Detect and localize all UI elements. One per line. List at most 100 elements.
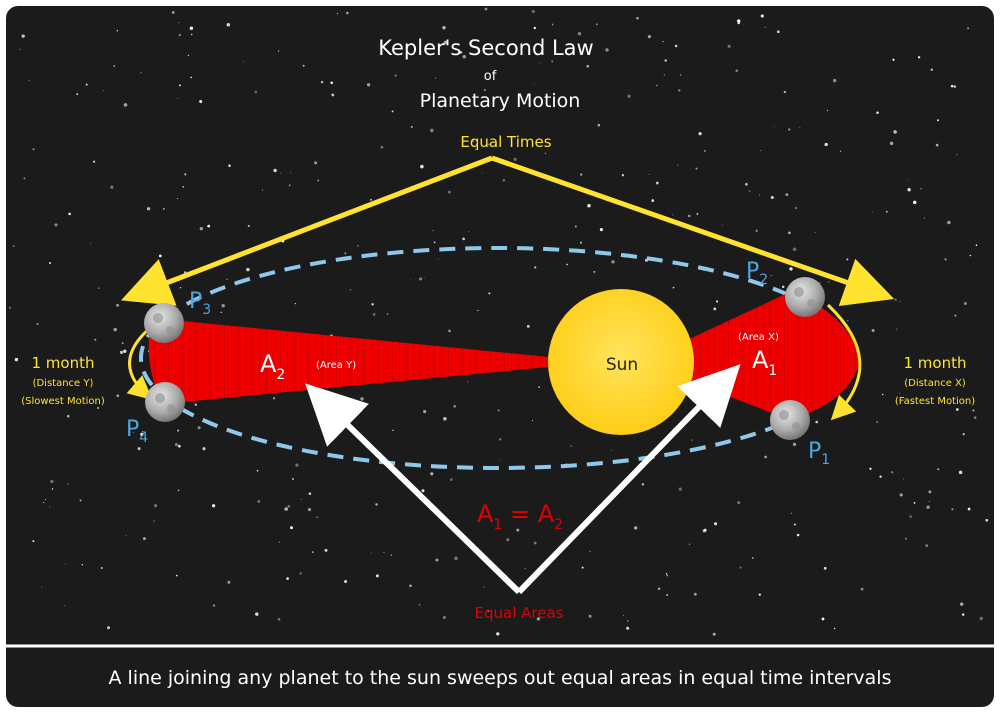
swept-area-a2 [148, 318, 600, 404]
star [21, 34, 25, 38]
star [737, 501, 741, 505]
star [370, 552, 372, 554]
star [177, 429, 180, 432]
star [477, 309, 479, 312]
planet-p3 [144, 303, 184, 343]
star [435, 558, 439, 562]
star [869, 467, 872, 470]
star [689, 543, 691, 545]
star [760, 14, 764, 18]
star [781, 285, 785, 289]
star [636, 16, 639, 20]
star [409, 279, 411, 281]
star [194, 403, 197, 406]
star [773, 125, 775, 127]
star [459, 50, 463, 54]
star [815, 420, 819, 424]
star [657, 587, 661, 591]
star [177, 489, 180, 492]
star [949, 403, 951, 405]
star [621, 174, 625, 177]
star [119, 350, 124, 355]
star [344, 252, 347, 255]
star [533, 26, 536, 30]
star [242, 60, 244, 62]
star [226, 278, 228, 281]
star [8, 306, 12, 309]
star [116, 30, 118, 32]
star [532, 420, 534, 422]
star [577, 31, 582, 36]
star [308, 492, 312, 495]
title-line-1: Kepler's Second Law [378, 36, 593, 60]
star [286, 577, 289, 580]
star [228, 164, 231, 167]
star [846, 319, 849, 322]
star [666, 574, 669, 577]
star [551, 60, 554, 63]
star [703, 528, 707, 532]
star [317, 179, 320, 182]
star [197, 426, 201, 430]
star [316, 516, 318, 518]
star [349, 289, 352, 291]
star [261, 189, 263, 191]
star [953, 85, 957, 88]
star [442, 615, 446, 620]
star [595, 23, 598, 26]
star [277, 617, 281, 621]
star [958, 470, 963, 475]
star [178, 34, 181, 37]
star [760, 149, 762, 152]
star [443, 40, 448, 45]
star [626, 626, 630, 630]
star [714, 522, 718, 526]
star [674, 44, 678, 48]
star [937, 119, 939, 122]
star [947, 220, 951, 225]
star [538, 386, 540, 388]
star [622, 614, 625, 617]
star [392, 429, 394, 432]
star [448, 190, 451, 194]
star [721, 224, 724, 226]
star [273, 168, 277, 173]
star [538, 62, 540, 64]
planet-label-p3: P3 [189, 289, 211, 318]
star [925, 544, 929, 548]
star [320, 80, 324, 84]
star [917, 56, 921, 59]
star [664, 59, 667, 62]
star [67, 483, 69, 485]
star [687, 214, 691, 218]
star [579, 241, 583, 244]
star [821, 617, 825, 621]
star [823, 566, 827, 570]
title-line-2: of [484, 69, 497, 84]
star [102, 90, 104, 92]
planet-label-p1: P1 [808, 439, 830, 468]
star [799, 127, 801, 128]
star [937, 468, 940, 471]
star [967, 27, 970, 30]
star [284, 507, 288, 511]
star [574, 225, 577, 228]
right-note-time: 1 month [904, 354, 967, 372]
star [526, 325, 530, 328]
star [634, 526, 638, 530]
sun-label: Sun [606, 355, 638, 375]
equal-times-arrow-left [120, 155, 493, 306]
star [899, 300, 901, 302]
star [51, 488, 54, 490]
star [64, 604, 66, 606]
star [419, 277, 423, 281]
star [202, 447, 206, 451]
planet-label-p4: P4 [126, 417, 148, 446]
star [833, 627, 836, 630]
star [899, 493, 903, 497]
star [985, 518, 989, 522]
star [792, 247, 797, 252]
star [641, 483, 645, 486]
star [375, 574, 379, 578]
star [100, 567, 103, 569]
